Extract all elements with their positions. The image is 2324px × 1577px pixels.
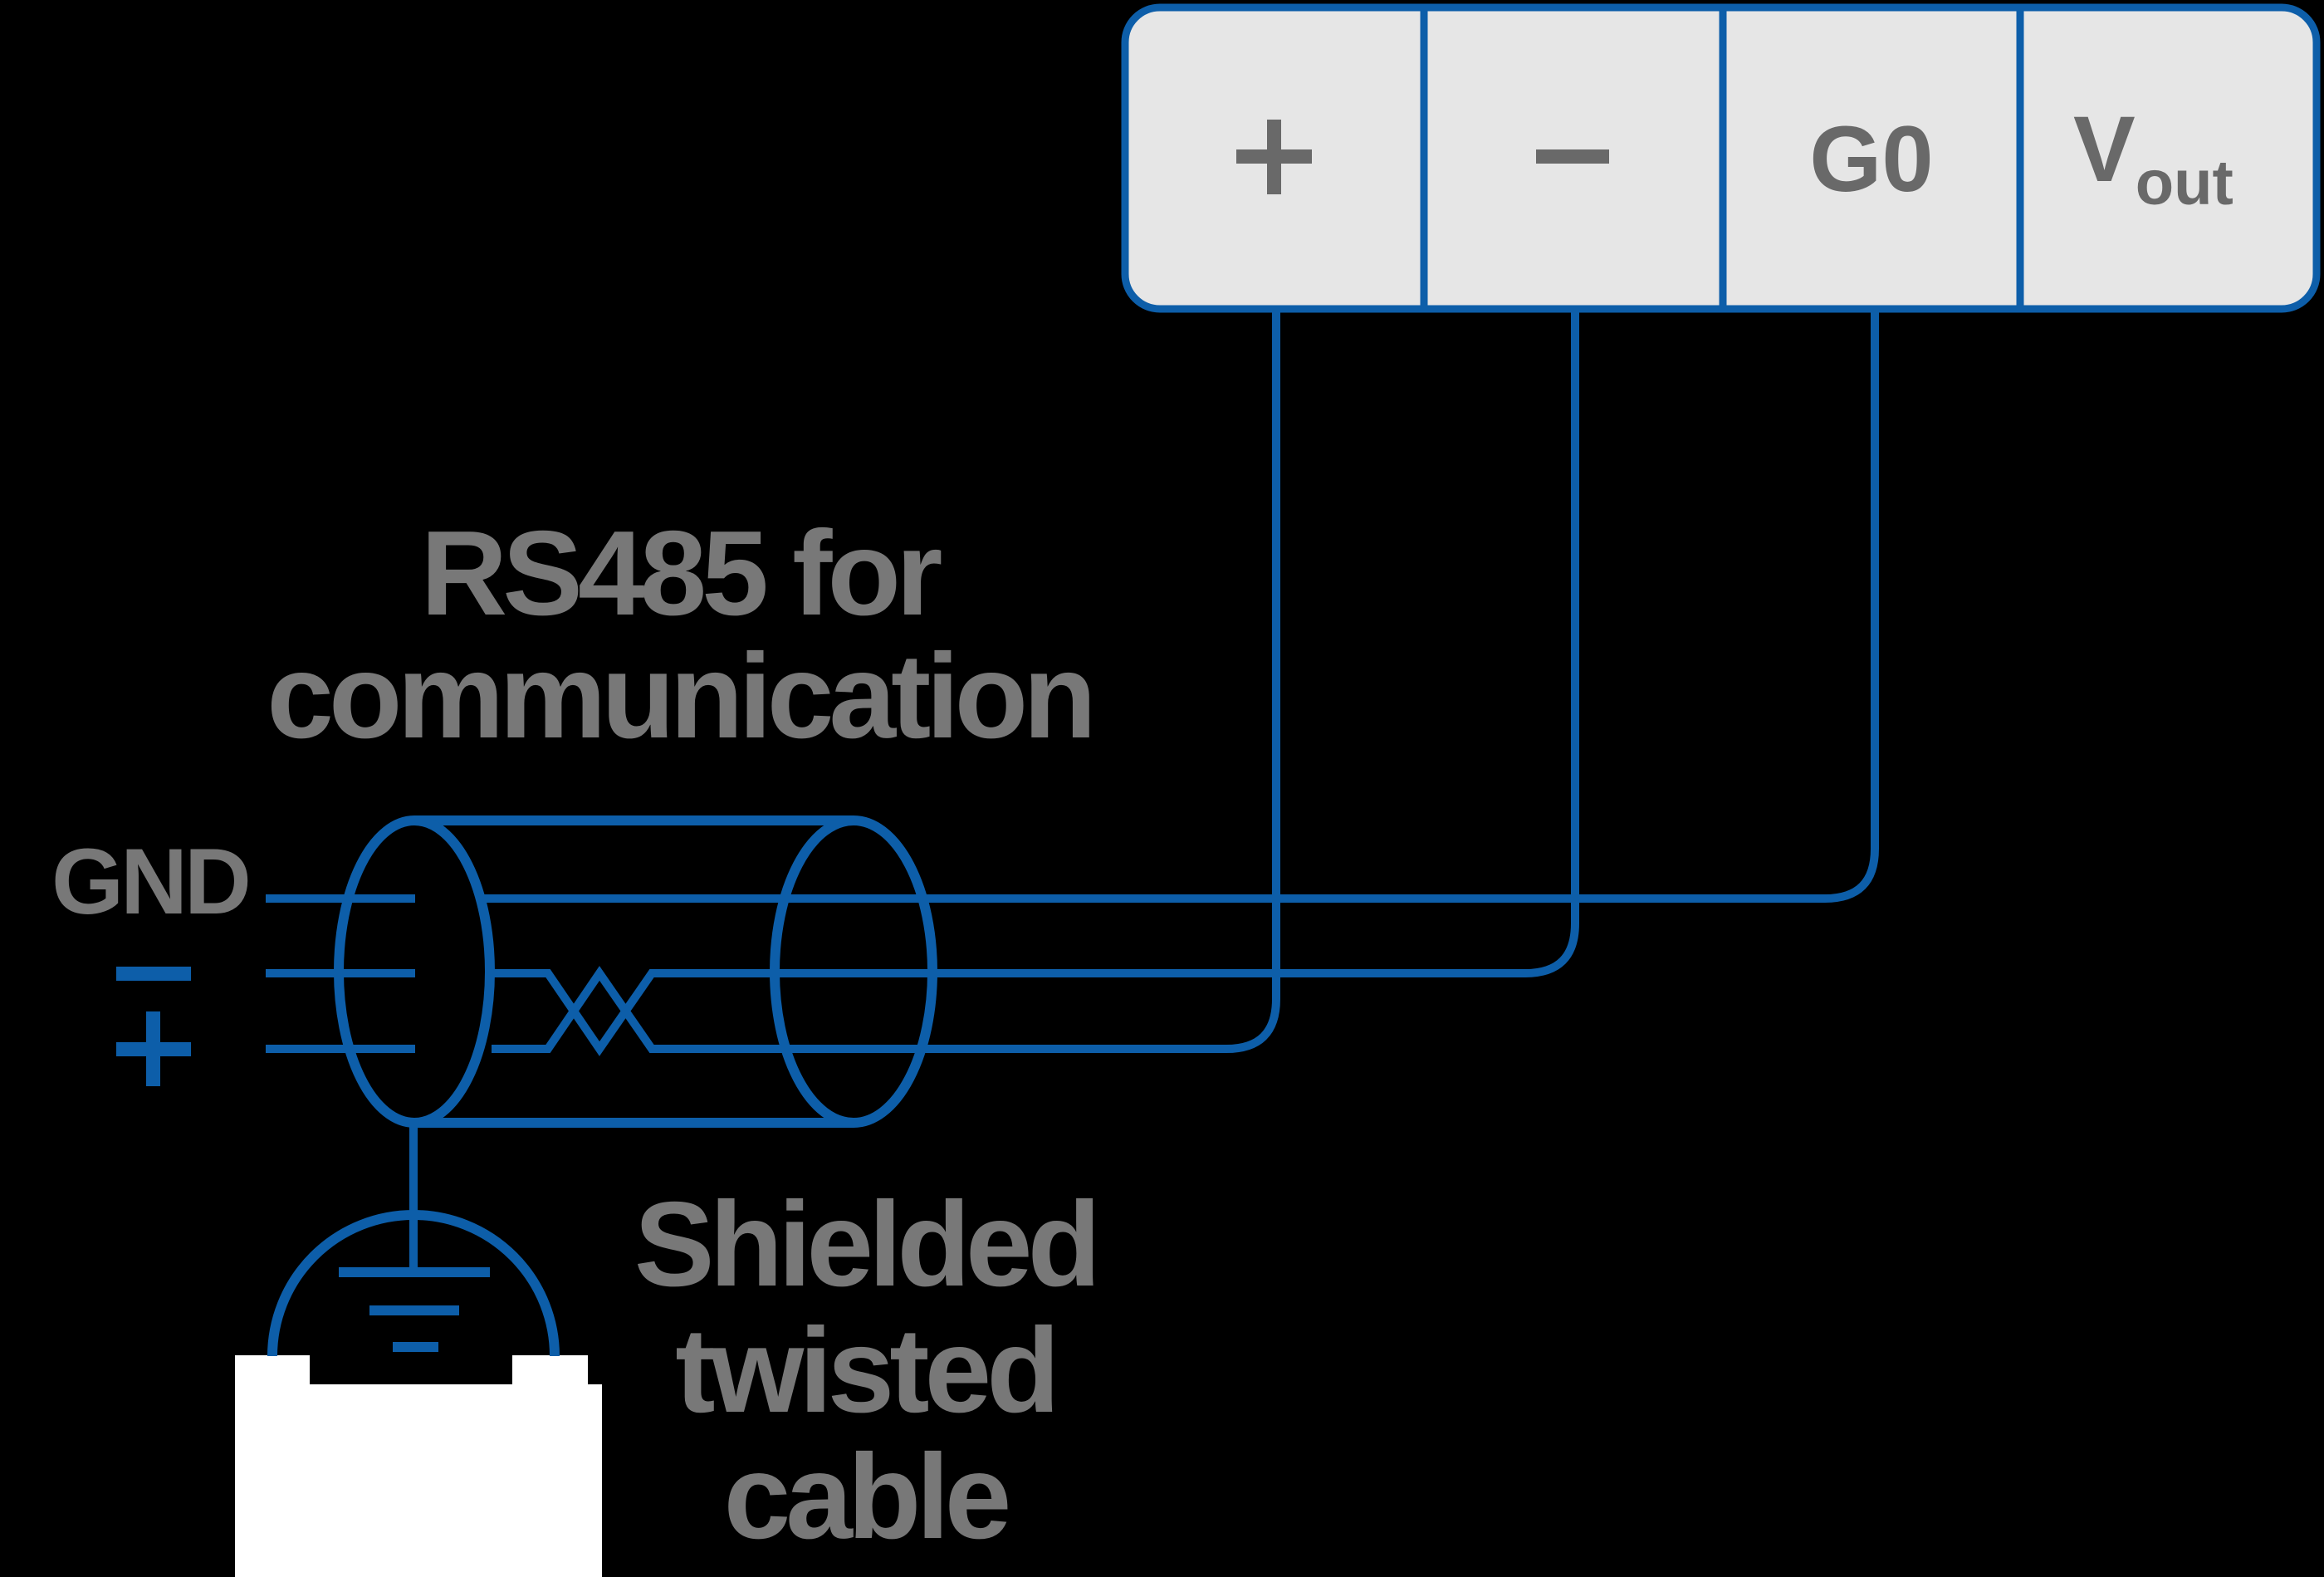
vout-subscript: out — [2136, 148, 2233, 218]
plus-marker — [116, 1011, 191, 1086]
vout-main: V — [2073, 97, 2136, 201]
gnd-conductor-to-g0 — [266, 309, 1879, 903]
shielded-caption-line2: twisted — [675, 1303, 1055, 1437]
terminal-label-plus — [1236, 120, 1312, 194]
shielded-caption-line3: cable — [724, 1429, 1008, 1564]
earth-ground-symbol — [267, 1123, 560, 1357]
minus-marker — [116, 967, 191, 981]
plus-conductor — [266, 309, 1280, 1053]
terminal-block: G0 Vout — [1121, 3, 2321, 313]
conductors — [266, 309, 1879, 1056]
rs485-caption-line2: communication — [267, 629, 1092, 763]
gnd-label: GND — [51, 830, 248, 933]
ground-device-body — [235, 1355, 602, 1577]
terminal-label-vout: Vout — [2073, 97, 2233, 218]
shielded-caption-line1: Shielded — [634, 1177, 1096, 1311]
terminal-label-g0: G0 — [1809, 107, 1933, 211]
ground-dome-arc — [267, 1210, 560, 1357]
minus-conductor — [266, 309, 1579, 1056]
terminal-label-minus — [1536, 149, 1609, 164]
rs485-caption-line1: RS485 for — [421, 506, 942, 640]
